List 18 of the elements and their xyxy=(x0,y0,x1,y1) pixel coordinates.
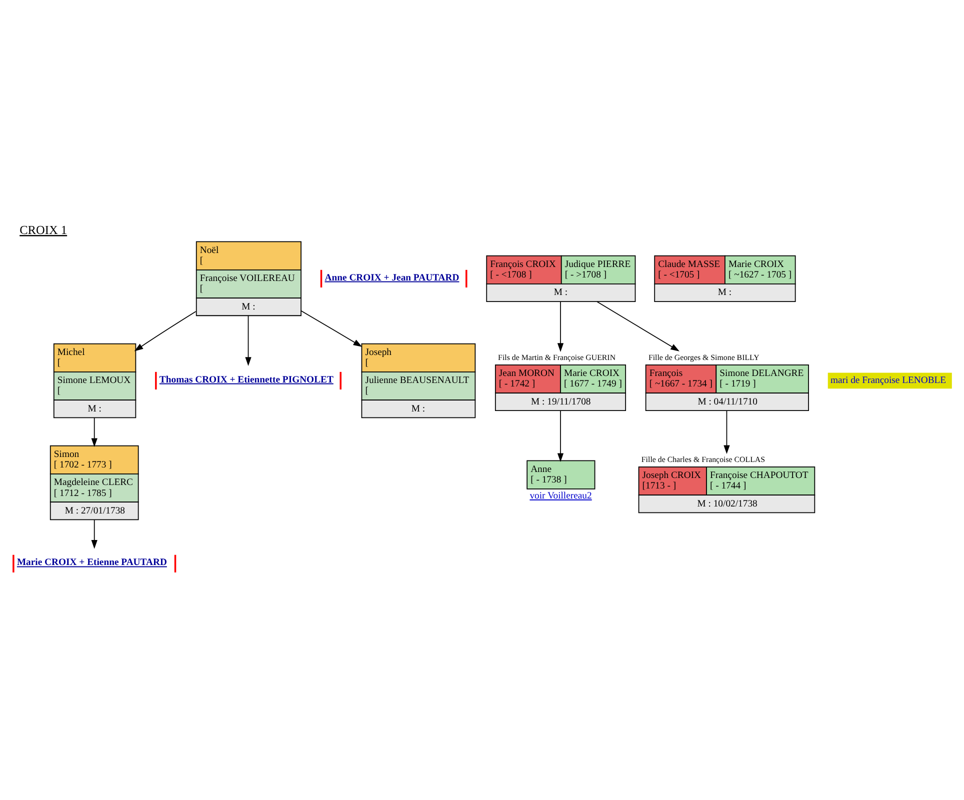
arrow xyxy=(724,410,730,454)
arrow xyxy=(245,314,252,366)
node-label: Fils de Martin & Françoise GUERIN xyxy=(498,352,616,362)
arrow xyxy=(300,310,362,346)
arrow xyxy=(91,518,98,548)
arrow xyxy=(134,310,196,351)
node-box: mari de Françoise LENOBLE xyxy=(828,372,952,388)
node-text: Thomas CROIX + Etiennette PIGNOLET xyxy=(159,374,334,385)
node-label: Fille de Charles & Françoise COLLAS xyxy=(641,454,766,464)
arrow xyxy=(557,300,564,352)
arrow xyxy=(596,300,680,351)
diagram-title: CROIX 1 xyxy=(20,222,68,237)
arrow xyxy=(91,416,98,447)
node-label: Fille de Georges & Simone BILLY xyxy=(648,352,760,362)
node-label: voir Voillereau2 xyxy=(530,490,592,501)
node-text: Marie CROIX + Etienne PAUTARD xyxy=(16,556,167,568)
node-text: Anne CROIX + Jean PAUTARD xyxy=(324,272,460,283)
arrow xyxy=(557,410,564,462)
